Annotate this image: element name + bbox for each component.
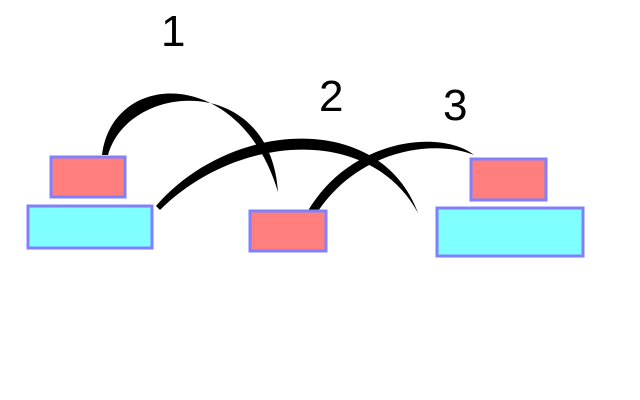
step-label-1: 1 — [161, 7, 185, 56]
step-label-3: 3 — [443, 81, 467, 130]
move-arc-1 — [102, 93, 278, 192]
left-large-block — [26, 204, 154, 250]
right-small-block — [469, 157, 548, 202]
step-label-2: 2 — [319, 72, 343, 121]
move-arc-3 — [300, 141, 474, 228]
right-large-block — [435, 206, 585, 258]
left-small-block — [49, 155, 127, 199]
move-arc-2 — [156, 138, 418, 213]
middle-small-block — [248, 209, 328, 253]
